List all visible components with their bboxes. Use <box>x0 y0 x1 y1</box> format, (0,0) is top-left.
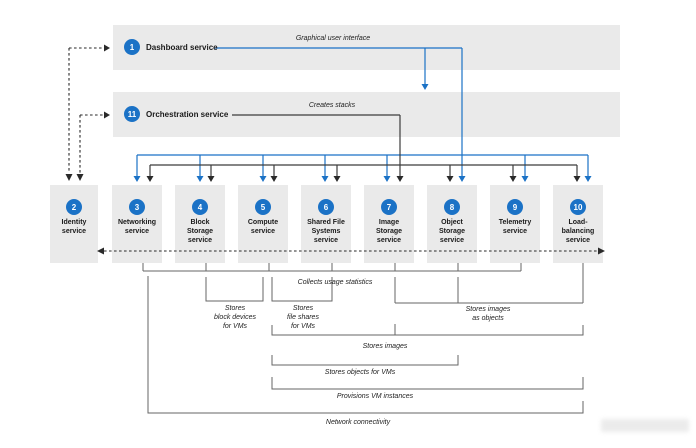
telemetry-service-label: Telemetry service <box>498 219 532 236</box>
arrow-down-icon <box>421 84 429 90</box>
compute-service-label: Compute service <box>247 219 279 236</box>
image-storage-service-label: Image Storage service <box>375 219 403 245</box>
collects-usage-statistics-label: Collects usage statistics <box>297 279 373 286</box>
orchestration-service-label: Orchestration service <box>146 110 229 119</box>
shared-file-systems-number-badge: 6 <box>318 199 334 215</box>
arrow-down-icon <box>573 176 581 182</box>
gui-flow-label: Graphical user interface <box>295 35 371 42</box>
arrow-down-icon <box>333 176 341 182</box>
block-storage-service-box <box>175 185 225 263</box>
arrow-down-icon <box>270 176 278 182</box>
object-storage-service-label: Object Storage service <box>438 219 466 245</box>
arrow-down-icon <box>396 176 404 182</box>
shared-file-systems-service-label: Shared File Systems service <box>307 219 345 245</box>
creates-stacks-label: Creates stacks <box>308 102 356 109</box>
arrow-down-icon <box>146 176 154 182</box>
arrow-down-icon <box>259 176 267 182</box>
object-storage-number-badge: 8 <box>444 199 460 215</box>
arrow-down-icon <box>65 174 73 181</box>
network-connectivity-label: Network connectivity <box>325 419 391 426</box>
telemetry-service-box <box>490 185 540 263</box>
load-balancing-service-label: Load- balancing service <box>561 219 595 245</box>
stores-images-label: Stores images <box>362 343 408 350</box>
arrow-right-icon <box>104 44 110 52</box>
arrow-down-icon <box>133 176 141 182</box>
stores-block-devices-label: Stores block devices for VMs <box>213 305 257 331</box>
networking-service-label: Networking service <box>117 219 157 236</box>
identity-number-badge: 2 <box>66 199 82 215</box>
creates-stacks-line <box>149 114 578 176</box>
block-storage-service-label: Block Storage service <box>186 219 214 245</box>
networking-number-badge: 3 <box>129 199 145 215</box>
arrow-down-icon <box>207 176 215 182</box>
arrow-down-icon <box>509 176 517 182</box>
provisions-vm-instances-label: Provisions VM instances <box>336 393 414 400</box>
telemetry-number-badge: 9 <box>507 199 523 215</box>
arrow-left-icon <box>97 247 104 255</box>
arrow-down-icon <box>383 176 391 182</box>
networking-service-box <box>112 185 162 263</box>
arrow-right-icon <box>104 111 110 119</box>
image-storage-number-badge: 7 <box>381 199 397 215</box>
arrow-down-icon <box>521 176 529 182</box>
object-storage-service-box <box>427 185 477 263</box>
identity-service-box <box>50 185 98 263</box>
arrow-down-icon <box>196 176 204 182</box>
arrow-down-icon <box>76 174 84 181</box>
stores-file-shares-label: Stores file shares for VMs <box>287 305 319 331</box>
arrow-down-icon <box>458 176 466 182</box>
relationship-brackets <box>142 263 584 414</box>
stores-images-as-objects-label: Stores images as objects <box>465 306 511 323</box>
load-balancing-number-badge: 10 <box>570 199 586 215</box>
block-storage-number-badge: 4 <box>192 199 208 215</box>
compute-service-box <box>238 185 288 263</box>
watermark-blur <box>601 419 689 432</box>
identity-service-label: Identity service <box>61 219 87 236</box>
load-balancing-service-box <box>553 185 603 263</box>
arrow-right-icon <box>598 247 605 255</box>
compute-number-badge: 5 <box>255 199 271 215</box>
dashboard-service-label: Dashboard service <box>146 43 218 52</box>
arrow-down-icon <box>584 176 592 182</box>
dashboard-number-badge: 1 <box>124 39 140 55</box>
shared-file-systems-service-box <box>301 185 351 263</box>
image-storage-service-box <box>364 185 414 263</box>
orchestration-number-badge: 11 <box>124 106 140 122</box>
arrow-down-icon <box>446 176 454 182</box>
stores-objects-for-vms-label: Stores objects for VMs <box>324 369 396 376</box>
arrow-down-icon <box>321 176 329 182</box>
identity-auth-dashed-line <box>68 47 103 173</box>
